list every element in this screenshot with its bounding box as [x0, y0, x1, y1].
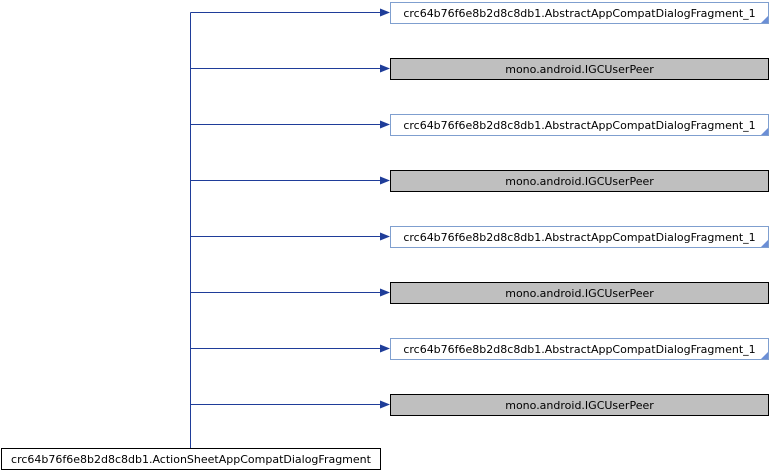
node-box [1, 448, 381, 470]
node-box [390, 338, 769, 360]
base-class-node[interactable]: crc64b76f6e8b2d8c8db1.AbstractAppCompatD… [390, 226, 769, 248]
external-interface-node: mono.android.IGCUserPeer [390, 282, 769, 304]
node-label[interactable]: crc64b76f6e8b2d8c8db1.AbstractAppCompatD… [403, 119, 755, 132]
link-corner-icon [761, 240, 768, 247]
node-label: mono.android.IGCUserPeer [505, 287, 654, 300]
base-class-node[interactable]: crc64b76f6e8b2d8c8db1.AbstractAppCompatD… [390, 2, 769, 24]
link-corner-icon [761, 128, 768, 135]
node-box [390, 114, 769, 136]
base-class-node[interactable]: crc64b76f6e8b2d8c8db1.AbstractAppCompatD… [390, 114, 769, 136]
edges-layer [190, 8, 390, 448]
node-label[interactable]: crc64b76f6e8b2d8c8db1.AbstractAppCompatD… [403, 343, 755, 356]
node-label: mono.android.IGCUserPeer [505, 63, 654, 76]
node-label: crc64b76f6e8b2d8c8db1.ActionSheetAppComp… [11, 453, 372, 466]
external-interface-node: mono.android.IGCUserPeer [390, 394, 769, 416]
node-label[interactable]: crc64b76f6e8b2d8c8db1.AbstractAppCompatD… [403, 7, 755, 20]
node-box [390, 170, 769, 192]
external-interface-node: mono.android.IGCUserPeer [390, 170, 769, 192]
external-interface-node: mono.android.IGCUserPeer [390, 58, 769, 80]
node-box [390, 282, 769, 304]
derived-class-node: crc64b76f6e8b2d8c8db1.ActionSheetAppComp… [1, 448, 381, 470]
link-corner-icon [761, 352, 768, 359]
node-box [390, 58, 769, 80]
node-box [390, 226, 769, 248]
node-label: mono.android.IGCUserPeer [505, 399, 654, 412]
base-class-node[interactable]: crc64b76f6e8b2d8c8db1.AbstractAppCompatD… [390, 338, 769, 360]
node-box [390, 2, 769, 24]
node-label: mono.android.IGCUserPeer [505, 175, 654, 188]
link-corner-icon [761, 16, 768, 23]
node-box [390, 394, 769, 416]
node-label[interactable]: crc64b76f6e8b2d8c8db1.AbstractAppCompatD… [403, 231, 755, 244]
